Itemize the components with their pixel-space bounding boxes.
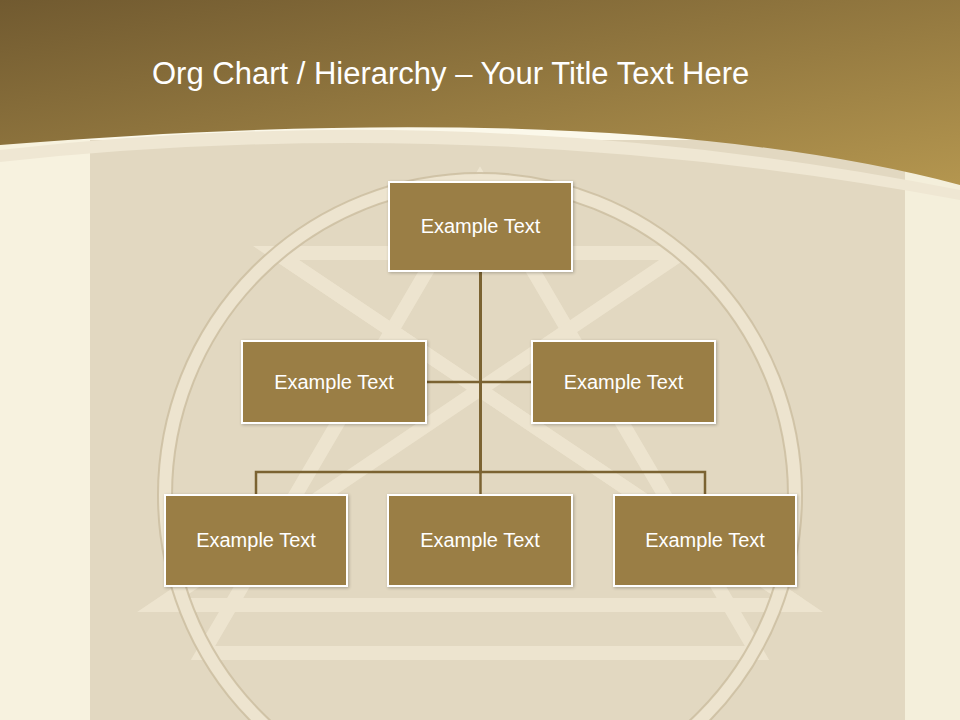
slide-title: Org Chart / Hierarchy – Your Title Text … (152, 56, 749, 92)
org-box: Example Text (613, 494, 797, 587)
box-label: Example Text (564, 371, 684, 394)
org-box: Example Text (387, 494, 573, 587)
org-connector (256, 272, 481, 494)
org-box: Example Text (164, 494, 348, 587)
org-box: Example Text (531, 340, 716, 424)
box-label: Example Text (420, 529, 540, 552)
header-band (0, 0, 960, 185)
org-connector (481, 272, 532, 382)
org-box: Example Text (388, 181, 573, 272)
org-connector (427, 272, 481, 382)
box-label: Example Text (421, 215, 541, 238)
org-connector (481, 272, 706, 494)
box-label: Example Text (645, 529, 765, 552)
org-box: Example Text (241, 340, 427, 424)
enneagram-figure (160, 180, 800, 720)
box-label: Example Text (274, 371, 394, 394)
box-label: Example Text (196, 529, 316, 552)
